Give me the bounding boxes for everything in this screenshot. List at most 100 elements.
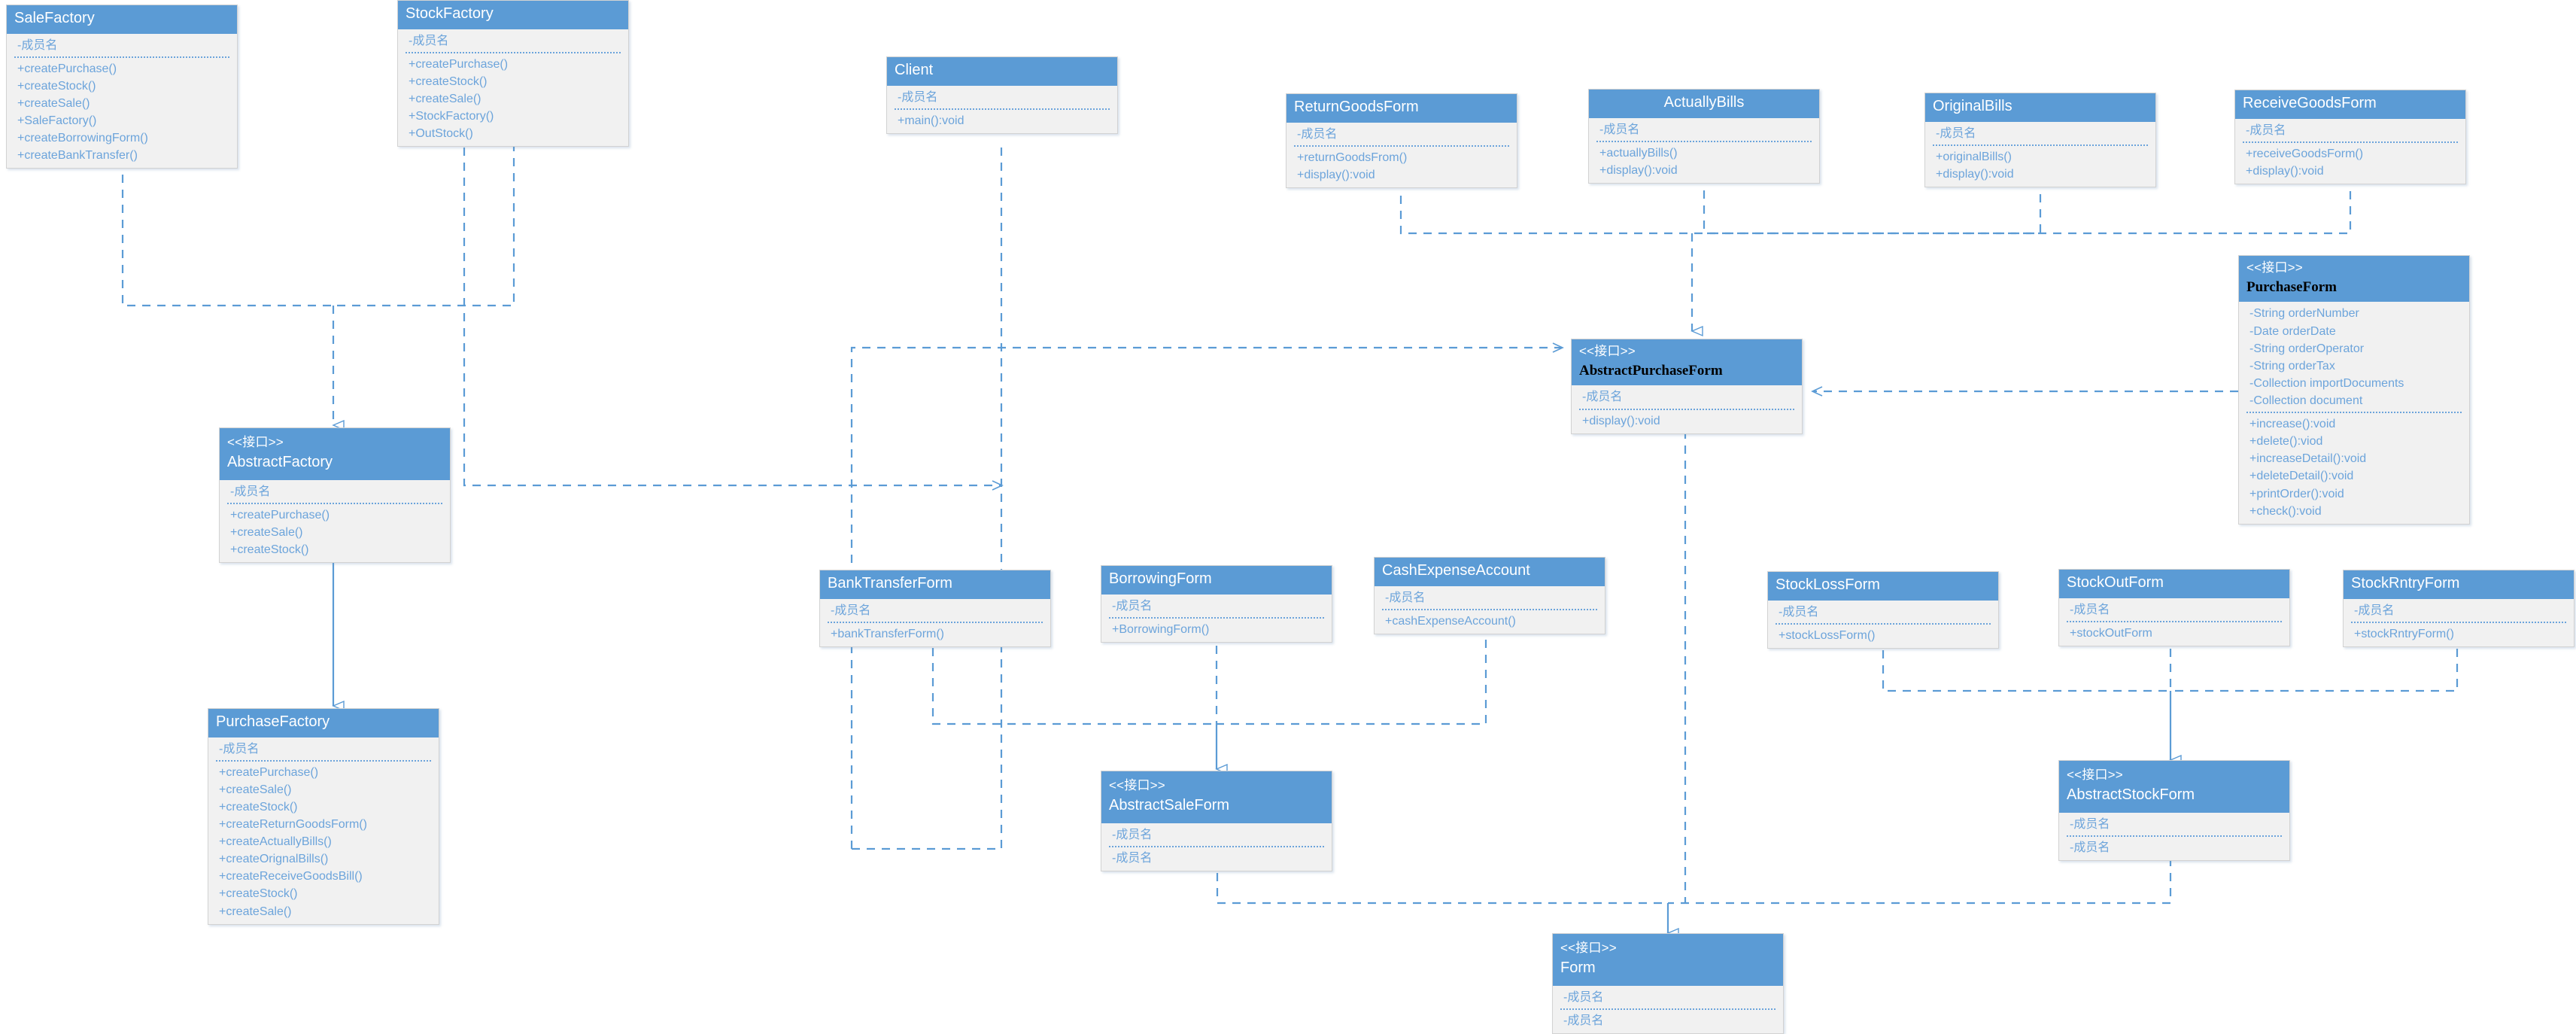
class-body: -成员名 -成员名 <box>2059 813 2289 860</box>
class-box-receive-goods-form[interactable]: ReceiveGoodsForm -成员名 +receiveGoodsForm(… <box>2234 90 2466 184</box>
stereotype-label: <<接口>> <box>1560 941 1617 955</box>
attribute-row: -成员名 <box>2070 603 2110 616</box>
class-header: <<接口>> AbstractStockForm <box>2059 761 2289 813</box>
class-name: StockFactory <box>406 5 494 22</box>
class-body: -成员名 +actuallyBills() +display():void <box>1589 118 1819 183</box>
class-name: SaleFactory <box>14 10 95 26</box>
operation-row: +display():void <box>2246 164 2324 178</box>
class-box-client[interactable]: Client -成员名 +main():void <box>886 56 1118 134</box>
class-body: -成员名 +cashExpenseAccount() <box>1375 586 1605 634</box>
operation-row: +OutStock() <box>409 127 473 141</box>
operation-row: +check():void <box>2249 504 2322 518</box>
class-box-abstract-factory[interactable]: <<接口>> AbstractFactory -成员名 +createPurch… <box>219 427 451 564</box>
section-divider <box>2246 412 2462 414</box>
operation-row: +SaleFactory() <box>17 114 97 128</box>
attribute-row: -成员名 <box>1582 391 1623 404</box>
class-box-purchase-form[interactable]: <<接口>> PurchaseForm -String orderNumber … <box>2238 255 2470 525</box>
class-box-actually-bills[interactable]: ActuallyBills -成员名 +actuallyBills() +dis… <box>1588 89 1820 184</box>
attribute-row: -成员名 <box>1112 599 1153 613</box>
class-name: AbstractPurchaseForm <box>1579 363 1723 379</box>
class-box-sale-factory[interactable]: SaleFactory -成员名 +createPurchase() +crea… <box>6 5 238 169</box>
class-header: BorrowingForm <box>1101 566 1332 595</box>
operation-row: +createStock() <box>17 79 96 93</box>
class-header: SaleFactory <box>7 5 237 34</box>
class-box-stock-rntry-form[interactable]: StockRntryForm -成员名 +stockRntryForm() <box>2343 570 2574 647</box>
class-name: PurchaseFactory <box>216 713 330 730</box>
operation-row: -成员名 <box>1563 1014 1604 1027</box>
class-box-bank-transfer-form[interactable]: BankTransferForm -成员名 +bankTransferForm(… <box>819 570 1051 647</box>
attribute-row: -成员名 <box>17 38 58 52</box>
class-body: -成员名 +main():void <box>887 86 1117 133</box>
operation-row: +printOrder():void <box>2249 487 2344 500</box>
class-box-stock-out-form[interactable]: StockOutForm -成员名 +stockOutForm <box>2058 569 2290 646</box>
class-name: AbstractSaleForm <box>1109 797 1230 814</box>
class-box-stock-loss-form[interactable]: StockLossForm -成员名 +stockLossForm() <box>1767 571 1999 649</box>
class-box-abstract-purchase-form[interactable]: <<接口>> AbstractPurchaseForm -成员名 +displa… <box>1571 339 1803 434</box>
operation-row: -成员名 <box>2070 841 2110 854</box>
class-name: Form <box>1560 959 1596 977</box>
operation-row: +increaseDetail():void <box>2249 452 2367 466</box>
attribute-row: -成员名 <box>2246 123 2286 137</box>
class-body: -成员名 +createPurchase() +createStock() +c… <box>398 29 628 147</box>
operation-row: +receiveGoodsForm() <box>2246 147 2364 160</box>
attribute-row: -成员名 <box>1563 990 1604 1004</box>
class-body: -成员名 +createPurchase() +createSale() +cr… <box>208 737 439 924</box>
class-box-form[interactable]: <<接口>> Form -成员名 -成员名 <box>1552 933 1784 1034</box>
class-header: OriginalBills <box>1925 93 2155 122</box>
class-body: -成员名 +returnGoodsFrom() +display():void <box>1286 123 1517 187</box>
operation-row: +createBankTransfer() <box>17 149 138 163</box>
class-box-abstract-sale-form[interactable]: <<接口>> AbstractSaleForm -成员名 -成员名 <box>1101 771 1332 871</box>
class-box-borrowing-form[interactable]: BorrowingForm -成员名 +BorrowingForm() <box>1101 565 1332 643</box>
class-body: -成员名 +originalBills() +display():void <box>1925 122 2155 187</box>
class-body: -成员名 +createPurchase() +createStock() +c… <box>7 34 237 169</box>
class-name: AbstractFactory <box>227 454 333 471</box>
operation-row: +delete():viod <box>2249 435 2323 449</box>
attribute-row: -成员名 <box>409 34 449 47</box>
section-divider <box>2067 620 2282 622</box>
class-body: -成员名 +bankTransferForm() <box>820 599 1050 646</box>
section-divider <box>1109 616 1324 619</box>
operation-row: +display():void <box>1599 163 1678 177</box>
attribute-row: -成员名 <box>1297 127 1338 141</box>
class-name: PurchaseForm <box>2246 279 2337 296</box>
class-box-return-goods-form[interactable]: ReturnGoodsForm -成员名 +returnGoodsFrom() … <box>1286 93 1517 188</box>
section-divider <box>2067 835 2282 837</box>
class-box-cash-expense-account[interactable]: CashExpenseAccount -成员名 +cashExpenseAcco… <box>1374 557 1605 634</box>
class-header: ReturnGoodsForm <box>1286 94 1517 123</box>
stereotype-label: <<接口>> <box>227 435 284 449</box>
operation-row: -成员名 <box>1112 851 1153 865</box>
class-body: -String orderNumber -Date orderDate -Str… <box>2239 302 2469 523</box>
operation-row: +createActuallyBills() <box>219 835 332 849</box>
class-header: StockFactory <box>398 1 628 29</box>
class-name: OriginalBills <box>1933 98 2012 114</box>
operation-row: +createSale() <box>219 783 292 796</box>
operation-row: +display():void <box>1297 168 1375 181</box>
class-body: -成员名 +stockRntryForm() <box>2344 599 2574 646</box>
section-divider <box>227 502 442 504</box>
operation-row: +stockOutForm <box>2070 626 2152 640</box>
operation-row: +returnGoodsFrom() <box>1297 151 1408 164</box>
attribute-row: -成员名 <box>219 742 260 756</box>
section-divider <box>1776 622 1991 625</box>
class-box-abstract-stock-form[interactable]: <<接口>> AbstractStockForm -成员名 -成员名 <box>2058 760 2290 861</box>
operation-row: +createOrignalBills() <box>219 853 329 866</box>
section-divider <box>1294 144 1509 147</box>
class-box-original-bills[interactable]: OriginalBills -成员名 +originalBills() +dis… <box>1924 93 2156 187</box>
operation-row: +createReturnGoodsForm() <box>219 818 367 832</box>
operation-row: +BorrowingForm() <box>1112 622 1210 636</box>
class-box-purchase-factory[interactable]: PurchaseFactory -成员名 +createPurchase() +… <box>208 708 439 925</box>
stereotype-label: <<接口>> <box>1579 344 1636 358</box>
section-divider <box>1933 144 2148 146</box>
class-name: ReceiveGoodsForm <box>2243 95 2377 111</box>
class-body: -成员名 +BorrowingForm() <box>1101 595 1332 642</box>
operation-row: +stockLossForm() <box>1779 628 1876 642</box>
operation-row: +originalBills() <box>1936 150 2012 163</box>
class-body: -成员名 +stockLossForm() <box>1768 601 1998 648</box>
class-name: CashExpenseAccount <box>1382 562 1530 579</box>
section-divider <box>406 51 621 53</box>
operation-row: +main():void <box>898 114 964 127</box>
class-header: StockLossForm <box>1768 572 1998 601</box>
class-name: StockRntryForm <box>2351 575 2460 592</box>
class-box-stock-factory[interactable]: StockFactory -成员名 +createPurchase() +cre… <box>397 0 629 147</box>
class-header: StockRntryForm <box>2344 570 2574 599</box>
